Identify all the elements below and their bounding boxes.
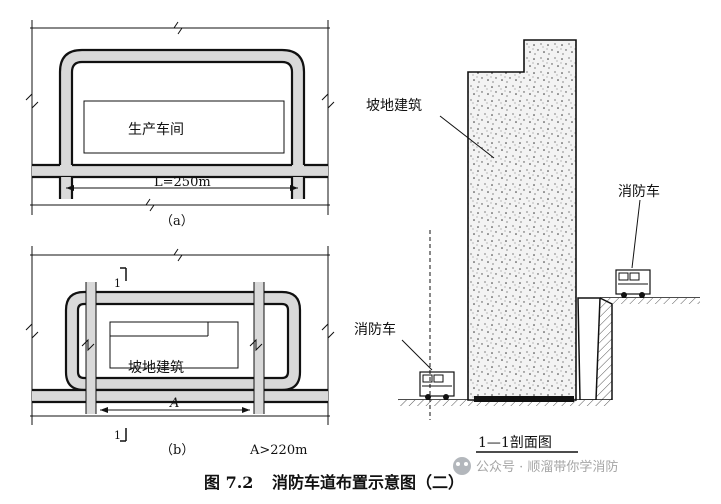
dimension-label-l: L=250m [154, 175, 211, 190]
cross-passage-left [86, 282, 96, 414]
section-mark-top-label: 1 [114, 277, 121, 290]
figure-number: 图 7.2 [204, 473, 253, 492]
dimension-label-a: A [169, 396, 179, 411]
section-building-label: 坡地建筑 [366, 98, 422, 114]
foundation [474, 396, 574, 402]
break-mark [321, 322, 335, 340]
fire-lane-ring [60, 50, 304, 165]
watermark: 公众号 · 顺溜带你学消防 [453, 457, 618, 475]
watermark-text: 公众号 · 顺溜带你学消防 [476, 459, 618, 475]
workshop-label: 生产车间 [128, 121, 184, 138]
main-road [32, 165, 328, 177]
fire-lane-outer-edge [58, 48, 306, 165]
fire-truck-upper [615, 269, 651, 298]
retaining-wall [599, 297, 613, 400]
leader-line [631, 199, 641, 269]
break-mark [25, 322, 39, 340]
section-title: 1—1剖面图 [478, 435, 552, 451]
break-mark [25, 92, 39, 110]
leader-line [439, 115, 495, 159]
fire-lane-inner-edge [70, 60, 294, 165]
main-road [32, 390, 328, 402]
caption-b: （b） [160, 443, 194, 458]
section-mark-bottom [120, 428, 127, 442]
slope-building-section [467, 39, 577, 401]
figure-title: 消防车道布置示意图（二） [272, 473, 464, 492]
panel-b: 坡地建筑 1 1 A （b） A>220m [25, 246, 335, 458]
panel-a: 生产车间 L=250m （a） [25, 20, 335, 229]
truck-label-upper: 消防车 [618, 183, 660, 200]
section-mark-bottom-label: 1 [114, 429, 121, 442]
production-workshop [83, 100, 285, 154]
caption-a: （a） [160, 214, 194, 229]
retaining-fill [577, 297, 601, 401]
break-mark [173, 21, 183, 35]
fire-lane-inner-edge [76, 302, 290, 380]
slope-building [109, 321, 239, 369]
section-1-1: 坡地建筑 消防车 消防车 1—1剖面图 [354, 39, 700, 453]
break-mark [173, 248, 183, 262]
leader-line [401, 339, 433, 371]
condition-note: A>220m [249, 443, 307, 458]
slope-building-label: 坡地建筑 [128, 360, 184, 376]
break-mark [321, 92, 335, 110]
section-mark-top [120, 267, 127, 281]
fire-truck-lower [419, 371, 455, 400]
break-mark [145, 198, 155, 212]
cross-passage-right [254, 282, 264, 414]
truck-label-lower: 消防车 [354, 321, 396, 338]
